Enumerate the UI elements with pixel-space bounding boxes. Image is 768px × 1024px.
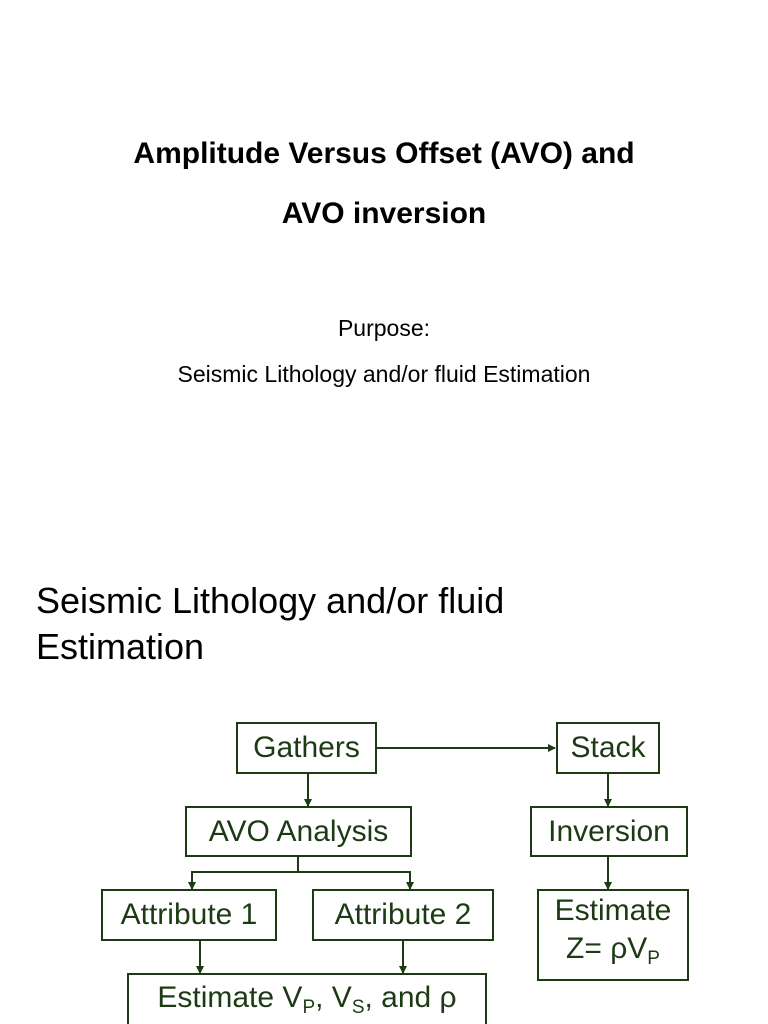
slide-title: Amplitude Versus Offset (AVO) and AVO in… — [0, 124, 768, 244]
impedance-formula: Z= ρV — [566, 932, 648, 965]
box-estimate-impedance-line-2: Z= ρVP — [566, 930, 660, 978]
box-gathers: Gathers — [236, 722, 377, 774]
purpose-text: Seismic Lithology and/or fluid Estimatio… — [177, 361, 591, 387]
box-stack-label: Stack — [570, 731, 646, 764]
box-estimate-velocities-label: Estimate VP, VS, and ρ — [157, 981, 456, 1019]
box-gathers-label: Gathers — [253, 731, 360, 764]
section-heading-line-2: Estimation — [36, 626, 205, 667]
box-estimate-impedance: Estimate Z= ρVP — [537, 889, 689, 981]
estimate-v-suffix: , and ρ — [364, 980, 457, 1014]
impedance-subscript-p: P — [647, 948, 660, 969]
purpose-block: Purpose: Seismic Lithology and/or fluid … — [0, 305, 768, 397]
box-attribute-2: Attribute 2 — [312, 889, 494, 941]
box-inversion: Inversion — [530, 806, 688, 857]
box-estimate-impedance-line-1: Estimate — [554, 894, 672, 927]
box-inversion-label: Inversion — [548, 814, 670, 848]
box-avo-analysis: AVO Analysis — [185, 806, 412, 857]
estimate-v-subscript-s: S — [351, 996, 365, 1018]
box-attribute-2-label: Attribute 2 — [334, 898, 472, 931]
estimate-v-mid: , V — [315, 980, 352, 1014]
purpose-label: Purpose: — [337, 315, 431, 341]
box-attribute-1-label: Attribute 1 — [120, 898, 258, 931]
box-stack: Stack — [556, 722, 660, 774]
section-heading-line-1: Seismic Lithology and/or fluid — [36, 580, 505, 621]
box-attribute-1: Attribute 1 — [101, 889, 277, 941]
estimate-v-prefix: Estimate V — [157, 980, 303, 1014]
slide-title-line-1: Amplitude Versus Offset (AVO) and — [133, 137, 635, 170]
slide-title-line-2: AVO inversion — [281, 197, 487, 230]
box-estimate-velocities: Estimate VP, VS, and ρ — [127, 973, 487, 1024]
estimate-v-subscript-p: P — [302, 996, 316, 1018]
box-avo-analysis-label: AVO Analysis — [208, 814, 389, 848]
section-heading: Seismic Lithology and/or fluid Estimatio… — [36, 578, 736, 670]
